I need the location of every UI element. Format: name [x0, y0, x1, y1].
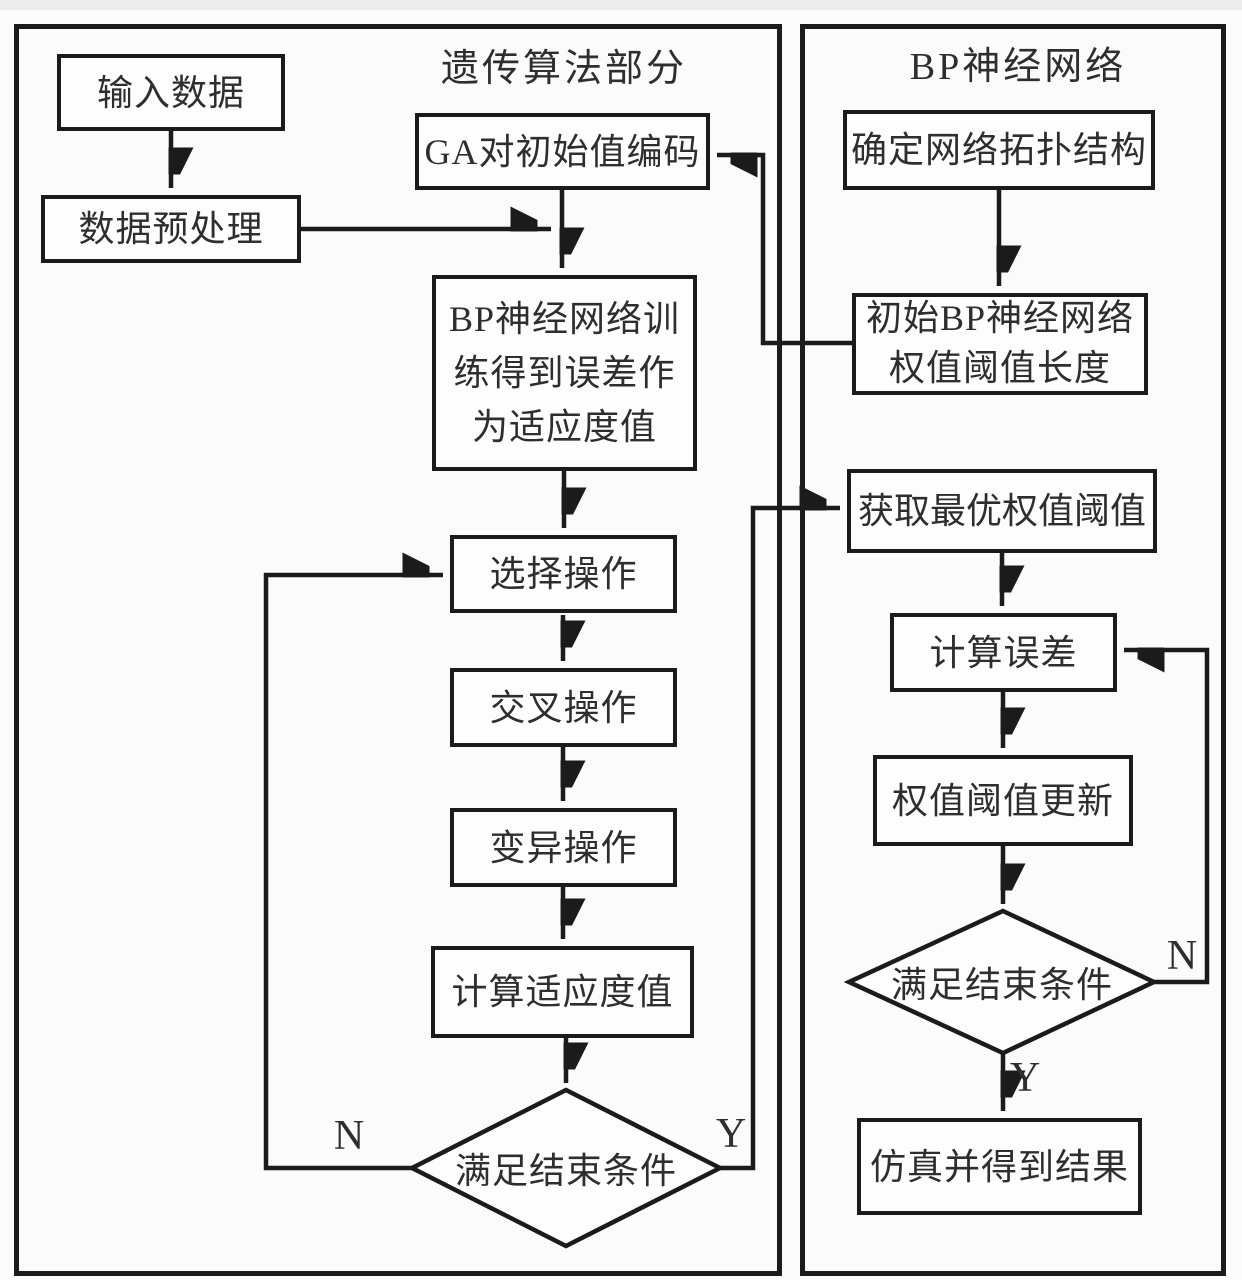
node-input-data: 输入数据 — [57, 54, 285, 131]
node-crossover-op: 交叉操作 — [450, 668, 677, 747]
loop-no-to-calcerror — [1124, 650, 1210, 985]
loop-no-to-select — [263, 575, 443, 1171]
node-update-weights: 权值阈值更新 — [873, 755, 1133, 846]
ga-panel-title: 遗传算法部分 — [440, 47, 687, 90]
node-ga-encode: GA对初始值编码 — [415, 113, 710, 190]
node-topology: 确定网络拓扑结构 — [843, 110, 1155, 190]
node-best-weights: 获取最优权值阈值 — [847, 469, 1157, 553]
flow-connectors — [0, 131, 1210, 1249]
node-calc-error: 计算误差 — [890, 613, 1117, 692]
bp-panel-title: BP神经网络 — [909, 45, 1127, 88]
node-bp-train: BP神经网络训 练得到误差作 为适应度值 — [432, 275, 697, 471]
node-mutation-op: 变异操作 — [450, 808, 677, 887]
ga-decision-diamond — [407, 1087, 725, 1249]
ga-branch-no: N — [333, 1113, 365, 1159]
node-select-op: 选择操作 — [450, 535, 677, 613]
node-preprocess: 数据预处理 — [41, 195, 301, 263]
ga-branch-yes: Y — [715, 1111, 747, 1157]
bp-decision-diamond — [843, 908, 1160, 1056]
loop-yes-to-bestweights — [720, 508, 840, 1171]
bp-branch-yes: Y — [1009, 1055, 1041, 1101]
bp-branch-no: N — [1166, 933, 1198, 979]
node-bp-end-condition: 满足结束条件 — [890, 965, 1113, 1005]
node-ga-end-condition: 满足结束条件 — [454, 1151, 677, 1191]
node-calc-fitness: 计算适应度值 — [431, 946, 694, 1038]
ga-panel — [14, 24, 782, 1276]
node-init-bp: 初始BP神经网络 权值阈值长度 — [852, 293, 1148, 395]
feedback-initbp-to-gaencode — [717, 155, 852, 346]
node-simulate-result: 仿真并得到结果 — [857, 1118, 1142, 1215]
bp-panel — [800, 24, 1226, 1276]
